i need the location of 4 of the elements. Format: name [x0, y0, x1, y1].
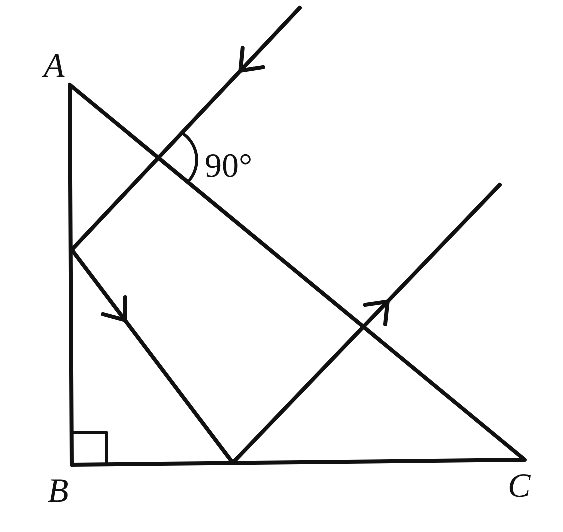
vertex-label: A [44, 50, 65, 84]
vertex-label: B [48, 475, 69, 509]
angle-label: 90° [205, 150, 253, 184]
vertex-label: C [508, 470, 531, 504]
